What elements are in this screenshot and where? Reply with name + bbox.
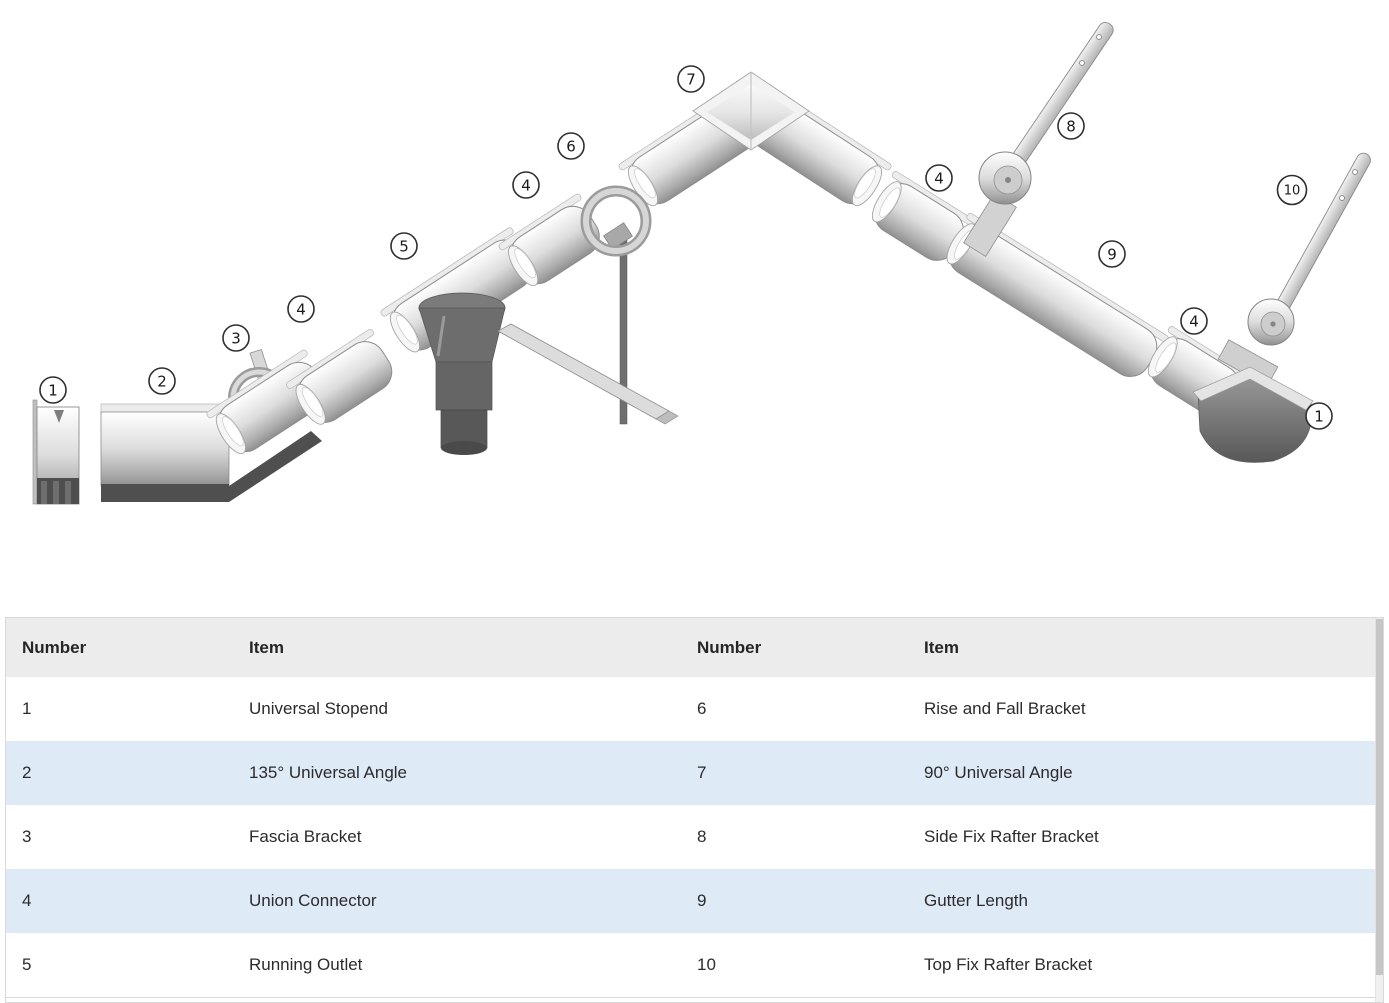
svg-text:7: 7 [686,70,696,88]
col-header-item-right: Item [924,637,959,657]
parts-table: Number Item Number Item 1 Universal Stope… [5,617,1384,1003]
table-row: 2 135° Universal Angle 7 90° Universal Angl… [6,741,1383,805]
universal-stopend-left [32,399,80,505]
item-cell: Side Fix Rafter Bracket [924,827,1099,846]
callout-5: 5 [390,232,418,260]
svg-text:9: 9 [1107,245,1117,263]
angle-135-face [100,403,322,502]
table-scrollbar[interactable] [1375,618,1383,1002]
callout-4: 4 [1180,307,1208,335]
col-header-number-left: Number [22,637,87,657]
svg-text:5: 5 [399,237,409,255]
callout-2: 2 [148,367,176,395]
callout-8: 8 [1057,112,1085,140]
gutter-segment [498,193,600,287]
table-header-row: Number Item Number Item [6,618,1383,677]
table-row: 3 Fascia Bracket 8 Side Fix Rafter Bracket [6,805,1383,869]
callout-9: 9 [1098,240,1126,268]
item-cell: Gutter Length [924,891,1028,910]
svg-text:1: 1 [1314,407,1324,425]
number-cell: 9 [697,891,707,910]
table-row: 4 Union Connector 9 Gutter Length [6,869,1383,933]
item-cell: Union Connector [249,891,377,910]
number-cell: 6 [697,699,707,718]
callout-4: 4 [287,295,315,323]
callout-4: 4 [925,164,953,192]
item-cell: 90° Universal Angle [924,763,1073,782]
gutter-segment [871,171,976,261]
gutter-segment [286,329,393,425]
callout-3: 3 [222,324,250,352]
number-cell: 3 [22,827,32,846]
svg-text:3: 3 [231,329,241,347]
svg-text:8: 8 [1066,117,1076,135]
scrollbar-thumb[interactable] [1376,619,1383,975]
callout-1: 1 [39,376,67,404]
number-cell: 5 [22,955,32,974]
universal-stopend-right [1192,366,1314,463]
item-cell: Universal Stopend [249,699,388,718]
svg-text:6: 6 [566,137,576,155]
item-cell: 135° Universal Angle [249,763,408,782]
number-cell: 1 [22,699,32,718]
gutter-system-diagram: 1 2 3 4 5 4 6 7 4 8 9 4 10 1 [32,22,1371,505]
number-cell: 8 [697,827,707,846]
svg-text:4: 4 [934,169,944,187]
callout-1: 1 [1305,402,1333,430]
callout-7: 7 [677,65,705,93]
callout-6: 6 [557,132,585,160]
item-cell: Running Outlet [249,955,363,974]
svg-text:4: 4 [296,300,306,318]
item-cell: Rise and Fall Bracket [924,699,1086,718]
side-fix-rafter-bracket [963,22,1114,258]
svg-text:10: 10 [1284,184,1301,199]
number-cell: 2 [22,763,32,782]
table-body: 1 Universal Stopend 6 Rise and Fall Bracket… [6,677,1383,998]
svg-text:4: 4 [521,176,531,194]
svg-text:1: 1 [48,381,58,399]
svg-text:4: 4 [1189,312,1199,330]
item-cell: Fascia Bracket [249,827,362,846]
item-cell: Top Fix Rafter Bracket [924,955,1093,974]
callout-4: 4 [512,171,540,199]
col-header-item-left: Item [249,637,284,657]
callout-10: 10 [1276,174,1308,206]
col-header-number-right: Number [697,637,762,657]
svg-text:2: 2 [157,372,167,390]
table-row: 1 Universal Stopend 6 Rise and Fall Bracket [6,677,1383,741]
rise-and-fall-bracket [497,185,679,425]
angle-90-corner [692,71,810,151]
table-row: 5 Running Outlet 10 Top Fix Rafter Bracket [6,933,1383,998]
running-outlet-funnel [418,292,506,455]
number-cell: 10 [697,955,716,974]
gutter-segment [946,212,1169,377]
number-cell: 4 [22,891,32,910]
number-cell: 7 [697,763,707,782]
